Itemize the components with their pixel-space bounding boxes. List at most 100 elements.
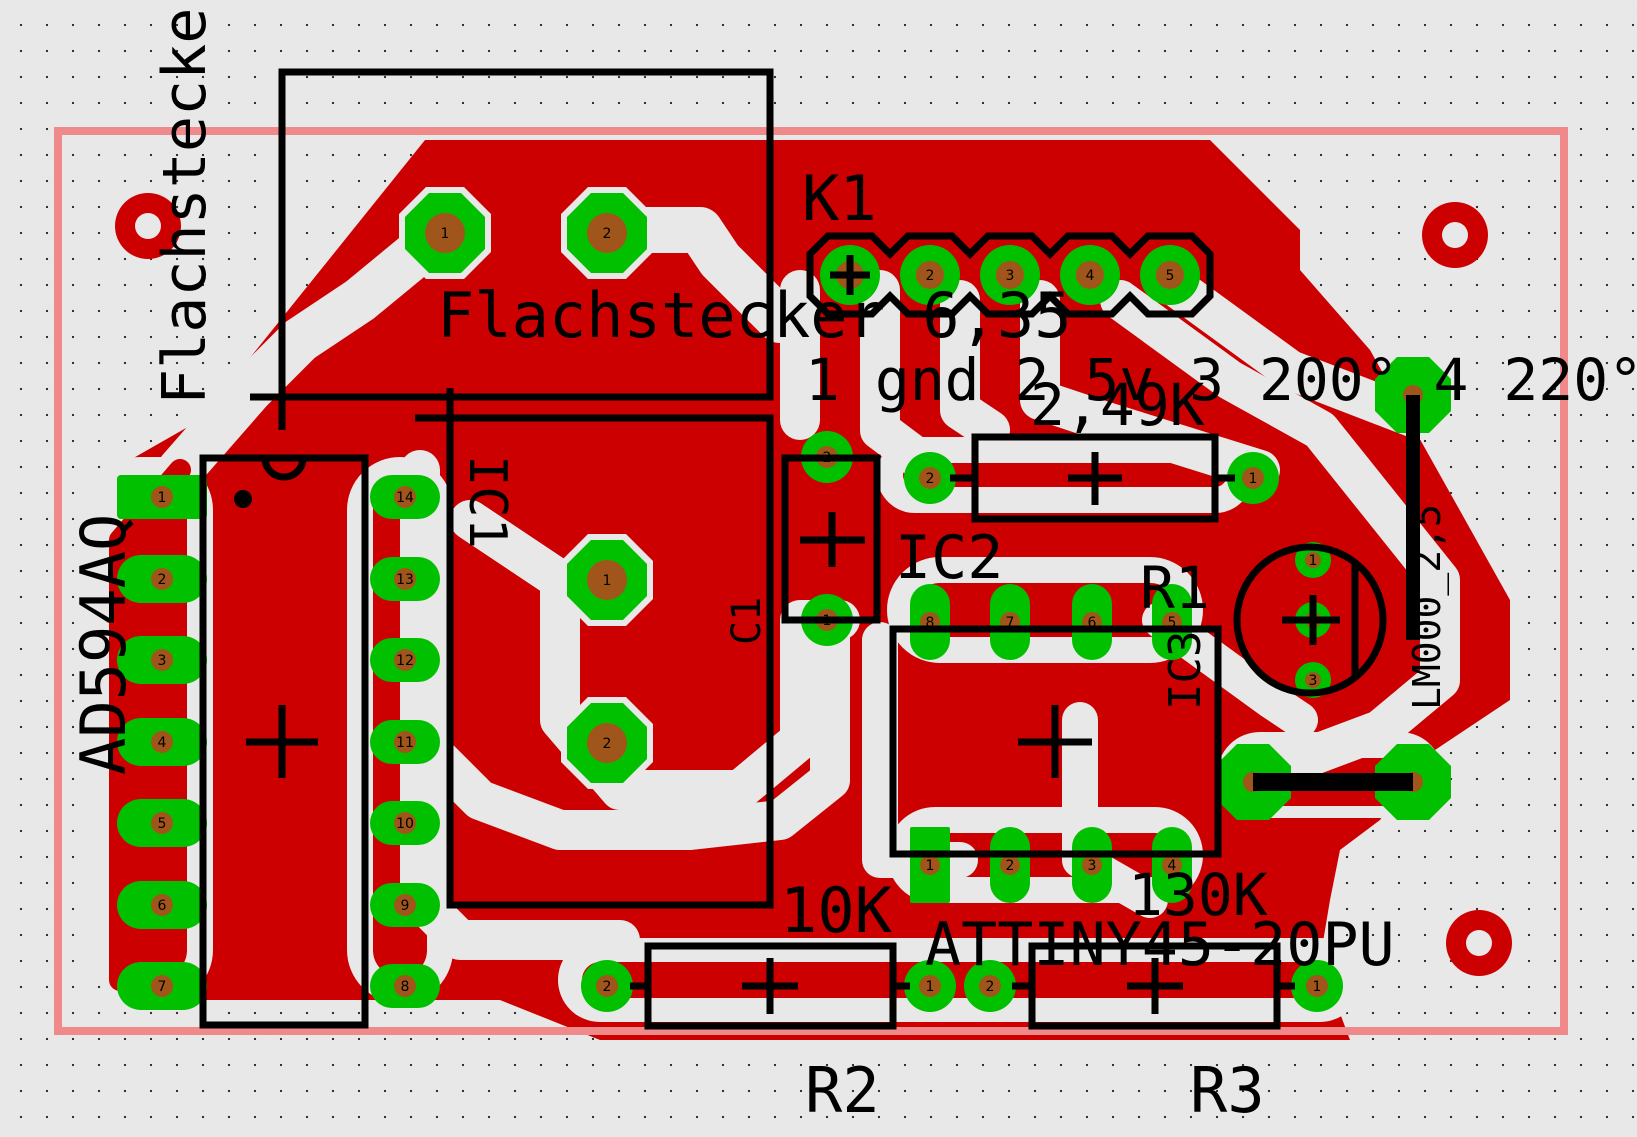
label-r3: R3 xyxy=(1190,1054,1265,1127)
label-lm: LM000_2,5 xyxy=(1405,504,1450,710)
pad-number: 1 xyxy=(441,226,450,242)
pad-ic1-left: 1 2 3 4 5 6 7 xyxy=(117,475,207,1010)
lm-outline xyxy=(1233,543,1387,697)
pad-ad594-4[interactable]: 4 xyxy=(117,718,207,766)
pad-number: 1 xyxy=(926,979,935,995)
pad-ad594-7[interactable]: 7 xyxy=(117,962,207,1010)
pad-number: 2 xyxy=(986,979,995,995)
pad-number: 5 xyxy=(1166,268,1175,284)
pad-r3-2[interactable]: 2 xyxy=(964,960,1016,1012)
pad-number: 11 xyxy=(396,735,414,751)
pad-k1-4[interactable]: 4 xyxy=(1060,245,1120,305)
label-ic1: IC1 xyxy=(457,455,517,549)
pad-number: 2 xyxy=(158,572,167,588)
pad-number: 1 xyxy=(603,573,612,589)
pad-number: 5 xyxy=(1168,615,1177,631)
pad-number: 3 xyxy=(1006,268,1015,284)
pad-number: 2 xyxy=(926,471,935,487)
pad-r3-1[interactable]: 1 xyxy=(1291,960,1343,1012)
label-ic3: IC3 xyxy=(1160,631,1211,710)
silkscreen xyxy=(199,68,1420,1030)
pad-c1-1[interactable]: 1 xyxy=(561,534,653,626)
pad-r1-2[interactable]: 2 xyxy=(904,452,956,504)
pad-number: 7 xyxy=(1006,615,1015,631)
pad-ad594-11[interactable]: 11 xyxy=(370,720,440,764)
pad-number: 1 xyxy=(1249,471,1258,487)
pad-number: 2 xyxy=(603,979,612,995)
pad-r2-1[interactable]: 1 xyxy=(904,960,956,1012)
pad-number: 6 xyxy=(1088,615,1097,631)
pad-ad594-2[interactable]: 2 xyxy=(117,555,207,603)
pad-flach-top-1[interactable]: 1 xyxy=(399,187,491,279)
pad-r1-1[interactable]: 1 xyxy=(1227,452,1279,504)
pad-ad594-8[interactable]: 8 xyxy=(370,964,440,1008)
pad-number: 1 xyxy=(158,490,167,506)
pad-ad594-12[interactable]: 12 xyxy=(370,638,440,682)
ic3-outline xyxy=(889,625,1222,858)
pad-number: 4 xyxy=(158,735,167,751)
pad-r2-2[interactable]: 2 xyxy=(581,960,633,1012)
pad-ic3-4[interactable]: 4 xyxy=(1152,827,1192,903)
pad-ic1-right: 14 13 12 11 10 9 8 xyxy=(370,475,440,1008)
label-r3-value: 130K xyxy=(1128,861,1268,929)
pad-number: 3 xyxy=(158,653,167,669)
label-c1: C1 xyxy=(724,597,770,645)
pad-number: 12 xyxy=(396,653,414,669)
label-r2: R2 xyxy=(805,1054,880,1127)
flachstecker-top-outline xyxy=(278,68,774,401)
label-ad594: AD594AQ xyxy=(67,514,140,775)
pad-number: 4 xyxy=(1086,268,1095,284)
pad-ad594-3[interactable]: 3 xyxy=(117,636,207,684)
pad-k1-5[interactable]: 5 xyxy=(1140,245,1200,305)
pad-ic3-7[interactable]: 7 xyxy=(990,584,1030,660)
pad-number: 5 xyxy=(158,816,167,832)
k1-outline xyxy=(806,232,1214,318)
pad-ic3-1[interactable]: 1 xyxy=(910,827,950,903)
pad-number: 7 xyxy=(158,979,167,995)
pad-number: 3 xyxy=(1309,673,1318,689)
pad-ad594-10[interactable]: 10 xyxy=(370,801,440,845)
pad-number: 13 xyxy=(396,572,414,588)
pad-flach-top-2[interactable]: 2 xyxy=(561,187,653,279)
label-ic2: IC2 xyxy=(895,523,1003,593)
pad-ad594-9[interactable]: 9 xyxy=(370,883,440,927)
pad-k1-3[interactable]: 3 xyxy=(980,245,1040,305)
pad-ad594-6[interactable]: 6 xyxy=(117,881,207,929)
pads: 1 2 1 2 1 2 xyxy=(117,187,1451,1012)
pad-number: 3 xyxy=(1088,858,1097,874)
label-r1: R1 xyxy=(1140,554,1210,622)
pad-ic3-6[interactable]: 6 xyxy=(1072,584,1112,660)
pad-number: 4 xyxy=(1168,858,1177,874)
board-outline xyxy=(54,127,1568,1035)
pad-number: 1 xyxy=(1309,553,1318,569)
pad-ad594-1[interactable]: 1 xyxy=(117,475,207,519)
pad-number: 2 xyxy=(926,268,935,284)
label-r1-value: 2,49K xyxy=(1030,371,1205,439)
pad-number: 1 xyxy=(926,858,935,874)
pad-ad594-5[interactable]: 5 xyxy=(117,799,207,847)
pad-c1-2[interactable]: 2 xyxy=(561,697,653,789)
label-k1: K1 xyxy=(802,162,877,235)
pad-number: 8 xyxy=(401,979,410,995)
label-attiny: ATTINY45-20PU xyxy=(925,910,1395,980)
pad-number: 8 xyxy=(926,615,935,631)
label-flachstecker-635: Flachstecker 6,35 xyxy=(437,279,1072,352)
pad-k1-2[interactable]: 2 xyxy=(900,245,960,305)
silkscreen-labels: Flachstecker Flachstecker 6,35 K1 1 gnd … xyxy=(67,0,1637,1127)
c1-outline xyxy=(446,414,774,909)
pad-number: 1 xyxy=(1313,979,1322,995)
ic1-outline xyxy=(199,454,369,1029)
pad-number: 2 xyxy=(603,226,612,242)
pad-number: 9 xyxy=(401,898,410,914)
pad-number: 10 xyxy=(396,816,414,832)
ic2-outline xyxy=(781,454,881,624)
pad-ad594-14[interactable]: 14 xyxy=(370,475,440,519)
pad-ic3-8[interactable]: 8 xyxy=(910,584,950,660)
pad-ad594-13[interactable]: 13 xyxy=(370,557,440,601)
mounting-holes xyxy=(115,193,1512,976)
pad-number: 14 xyxy=(396,490,414,506)
pad-number: 2 xyxy=(603,736,612,752)
pad-ic3-3[interactable]: 3 xyxy=(1072,827,1112,903)
pad-ic3-2[interactable]: 2 xyxy=(990,827,1030,903)
